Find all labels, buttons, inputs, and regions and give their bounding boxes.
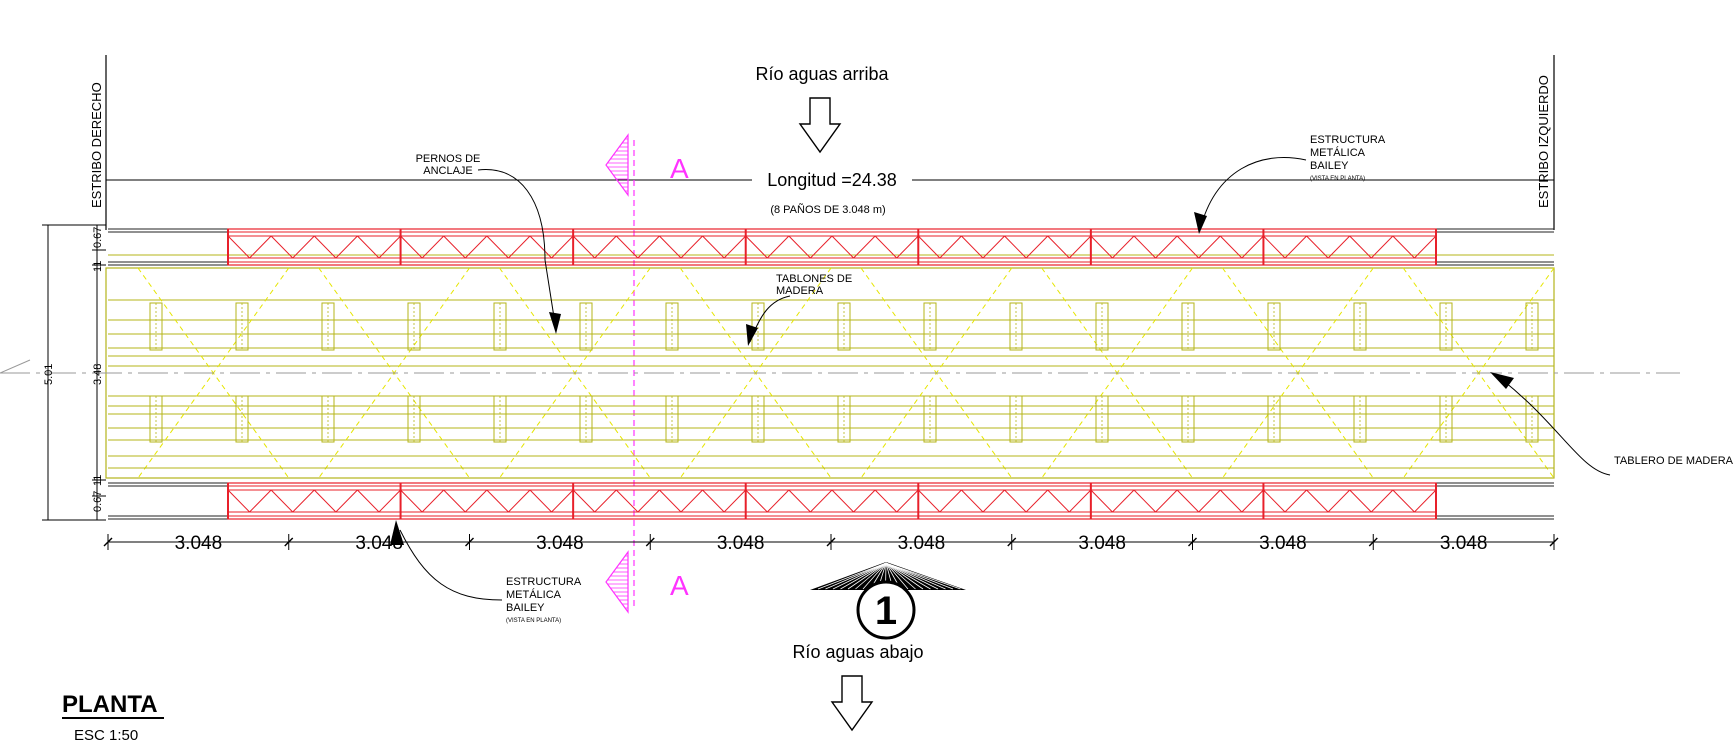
annotation-anchor-bolts: PERNOS DE ANCLAJE xyxy=(416,153,561,334)
panel-dim-label: 3.048 xyxy=(536,533,584,554)
panel-dim-label: 3.048 xyxy=(355,533,403,554)
annotation-planks: TABLONES DE MADERA xyxy=(746,273,852,346)
svg-text:BAILEY: BAILEY xyxy=(506,602,545,614)
svg-text:(VISTA EN PLANTA): (VISTA EN PLANTA) xyxy=(1310,176,1365,182)
svg-text:ESTRUCTURA: ESTRUCTURA xyxy=(506,576,582,588)
panels-label: (8 PAÑOS DE 3.048 m) xyxy=(770,203,885,216)
section-triangle-top-icon xyxy=(605,133,629,197)
downstream-arrow-icon xyxy=(830,675,874,732)
right-abutment-label: ESTRIBO IZQUIERDO xyxy=(1536,75,1551,208)
panel-dim-label: 3.048 xyxy=(898,533,946,554)
svg-text:PERNOS DE: PERNOS DE xyxy=(416,153,481,165)
section-marker-bottom: A xyxy=(670,570,689,601)
downstream-title: Río aguas abajo xyxy=(792,642,923,662)
left-abutment-label: ESTRIBO DERECHO xyxy=(89,82,104,208)
bailey-truss-bottom xyxy=(108,482,1554,520)
section-triangle-bottom-icon xyxy=(605,550,629,614)
svg-text:TABLERO DE MADERA: TABLERO DE MADERA xyxy=(1614,455,1733,467)
bottom-gap-dim: 11 xyxy=(92,475,104,486)
bottom-truss-dim: 0.67 xyxy=(92,491,104,512)
length-label: Longitud =24.38 xyxy=(767,170,897,190)
annotation-steel-bottom: ESTRUCTURA METÁLICA BAILEY (VISTA EN PLA… xyxy=(390,520,582,624)
detail-circle xyxy=(856,580,916,640)
top-truss-dim: 0.67 xyxy=(92,227,104,248)
svg-text:ANCLAJE: ANCLAJE xyxy=(423,165,473,177)
svg-text:(VISTA EN PLANTA): (VISTA EN PLANTA) xyxy=(506,618,561,624)
panel-dim-label: 3.048 xyxy=(1259,533,1307,554)
svg-text:BAILEY: BAILEY xyxy=(1310,160,1349,172)
svg-text:ESTRUCTURA: ESTRUCTURA xyxy=(1310,134,1386,146)
wood-deck xyxy=(105,254,1555,479)
plan-scale: ESC 1:50 xyxy=(74,727,138,744)
svg-text:METÁLICA: METÁLICA xyxy=(506,588,562,601)
panel-dim-label: 3.048 xyxy=(1440,533,1488,554)
section-marker-top: A xyxy=(670,153,689,184)
upstream-arrow-icon xyxy=(798,97,842,154)
annotation-steel-top: ESTRUCTURA METÁLICA BAILEY (VISTA EN PLA… xyxy=(1194,134,1386,234)
annotation-deck: TABLERO DE MADERA xyxy=(1490,372,1733,476)
plan-title: PLANTA xyxy=(62,691,158,718)
side-dimensions xyxy=(42,224,106,521)
detail-roof-icon xyxy=(810,562,966,590)
detail-number: 1 xyxy=(875,589,897,633)
panel-dim-label: 3.048 xyxy=(717,533,765,554)
bailey-truss-top xyxy=(108,228,1554,266)
panel-dim-label: 3.048 xyxy=(175,533,223,554)
panel-dimension-chain: 3.048 3.048 3.048 3.048 3.048 3.048 3.048 3.048 xyxy=(103,533,1559,554)
upstream-title: Río aguas arriba xyxy=(755,64,889,84)
svg-text:TABLONES DE: TABLONES DE xyxy=(776,273,852,285)
svg-text:METÁLICA: METÁLICA xyxy=(1310,146,1366,159)
panel-dim-label: 3.048 xyxy=(1078,533,1126,554)
svg-text:MADERA: MADERA xyxy=(776,285,824,297)
total-width-dim: 5.01 xyxy=(43,364,55,385)
top-gap-dim: 11 xyxy=(92,261,104,272)
deck-width-dim: 3.48 xyxy=(92,364,104,385)
